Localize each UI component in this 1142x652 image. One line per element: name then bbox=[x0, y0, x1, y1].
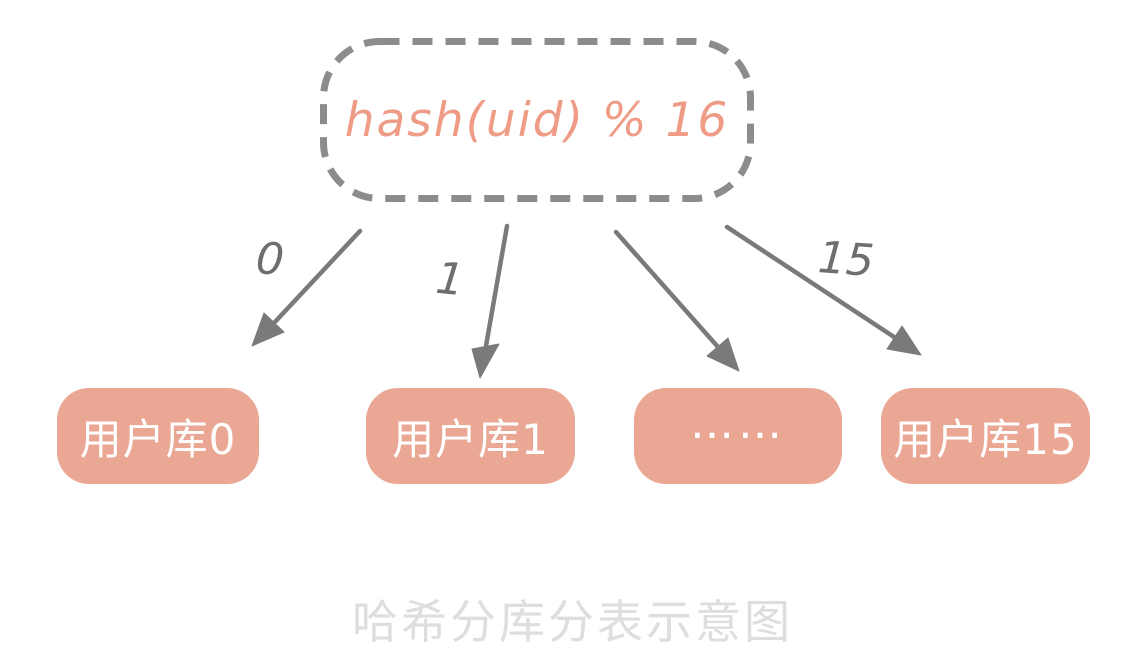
arrow-label-0: 0 bbox=[254, 233, 286, 286]
shard-box-ellipsis: …… bbox=[634, 388, 842, 484]
shard-box-15: 用户库15 bbox=[881, 388, 1090, 484]
shard-box-0-label: 用户库0 bbox=[79, 414, 237, 464]
diagram-caption: 哈希分库分表示意图 bbox=[352, 595, 793, 649]
hash-node-label: hash(uid) % 16 bbox=[344, 92, 730, 148]
shard-box-0: 用户库0 bbox=[57, 388, 259, 484]
arrow-label-15: 15 bbox=[816, 232, 876, 287]
shard-box-ellipsis-label: …… bbox=[690, 397, 786, 449]
hash-node: hash(uid) % 16 bbox=[320, 38, 754, 202]
shard-box-1: 用户库1 bbox=[366, 388, 575, 484]
shard-box-15-label: 用户库15 bbox=[893, 414, 1078, 464]
arrow-2-icon bbox=[613, 229, 740, 372]
arrow-label-1: 1 bbox=[433, 252, 467, 307]
shard-box-1-label: 用户库1 bbox=[392, 414, 549, 464]
arrow-1-icon bbox=[471, 223, 510, 379]
